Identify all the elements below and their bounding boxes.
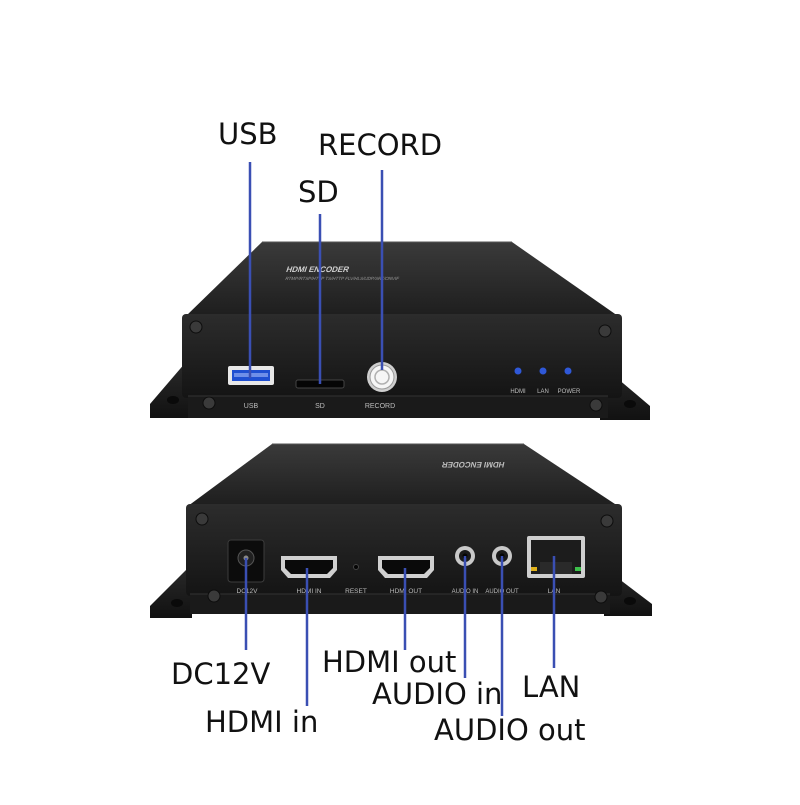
leader-lines — [244, 162, 556, 716]
rear-reset-label: RESET — [345, 588, 367, 595]
screw-icon — [600, 514, 614, 528]
front-unit: HDMI ENCODER RTMP/RTSP/HTTP TS/HTTP FLV/… — [150, 241, 650, 420]
callout-lan: LAN — [522, 670, 581, 704]
screw-icon — [195, 512, 209, 526]
hdmi-led-icon — [514, 367, 522, 375]
front-brand-text: HDMI ENCODER — [285, 265, 350, 274]
callout-record: RECORD — [318, 128, 443, 162]
front-power-led-label: POWER — [558, 389, 581, 395]
front-record-label: RECORD — [365, 403, 395, 410]
callout-sd: SD — [298, 175, 339, 209]
rear-unit: HDMI ENCODER DC12V HDMI IN RESET HDMI OU… — [150, 443, 652, 618]
screw-icon — [598, 324, 612, 338]
rear-hdmi-in-label: HDMI IN — [297, 588, 322, 595]
screw-icon — [589, 398, 603, 412]
front-sd-label: SD — [315, 403, 325, 410]
screw-icon — [594, 590, 608, 604]
callout-audio-out: AUDIO out — [434, 713, 586, 747]
callout-dc12v: DC12V — [171, 657, 271, 691]
rear-brand-text: HDMI ENCODER — [441, 460, 506, 469]
rear-left-flange — [150, 566, 192, 618]
callout-usb: USB — [218, 117, 278, 151]
front-usb-label: USB — [244, 403, 259, 410]
callout-audio-in: AUDIO in — [372, 677, 503, 711]
lan-led-icon — [539, 367, 547, 375]
front-left-flange — [150, 362, 190, 418]
front-hdmi-led-label: HDMI — [510, 389, 526, 395]
power-led-icon — [564, 367, 572, 375]
screw-icon — [207, 589, 221, 603]
reset-pinhole — [353, 564, 359, 570]
callout-hdmi-in: HDMI in — [205, 705, 319, 739]
rear-dc-label: DC12V — [237, 588, 259, 595]
front-protocol-text: RTMP/RTSP/HTTP TS/HTTP FLV/HLS/UDP/SRT/O… — [285, 276, 400, 281]
front-face — [182, 314, 622, 398]
screw-icon — [189, 320, 203, 334]
screw-icon — [202, 396, 216, 410]
callout-hdmi-out: HDMI out — [322, 645, 457, 679]
rear-top-surface — [188, 444, 618, 506]
front-lan-led-label: LAN — [537, 389, 549, 395]
front-top-surface — [186, 242, 618, 316]
